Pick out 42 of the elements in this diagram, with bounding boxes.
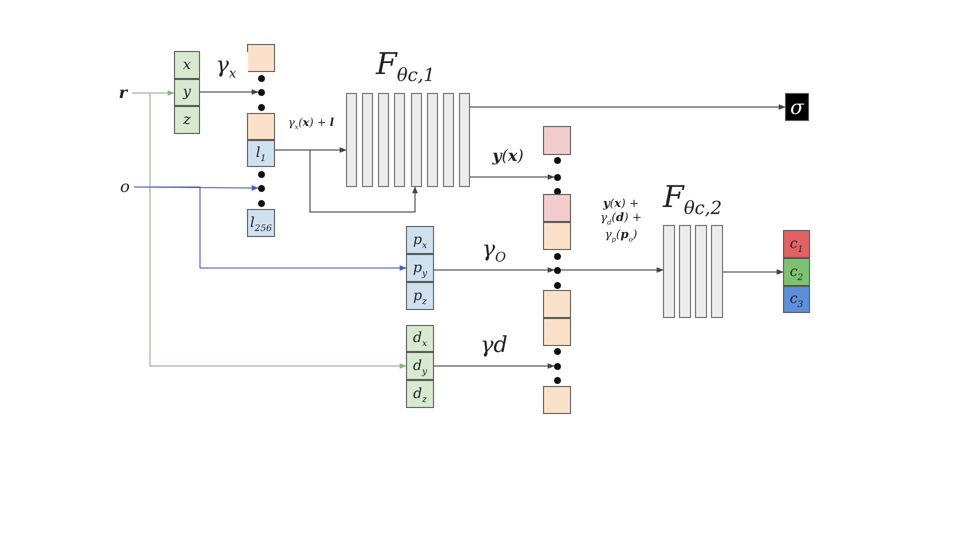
arrow bbox=[434, 267, 555, 273]
vector-cell: d$_{x}$ bbox=[406, 325, 434, 352]
vector-cell bbox=[247, 113, 275, 140]
arrow bbox=[134, 186, 407, 271]
vector-cell: c$_{3}$ bbox=[783, 286, 810, 313]
arrow bbox=[560, 267, 664, 273]
arrow bbox=[722, 269, 784, 275]
arrow bbox=[200, 89, 259, 95]
junction-dot bbox=[258, 185, 265, 192]
input-label: r bbox=[114, 82, 132, 104]
vector-cell bbox=[247, 44, 275, 72]
layer-label: F$_{θc,2}$ bbox=[663, 183, 722, 218]
vector-cell bbox=[543, 318, 571, 346]
vector-cell: p$_{y}$ bbox=[406, 254, 434, 282]
junction-dot bbox=[554, 267, 561, 274]
vector-cell bbox=[543, 194, 571, 222]
input-label: o bbox=[116, 176, 134, 198]
vector-cell bbox=[543, 126, 571, 155]
arrow bbox=[132, 92, 407, 369]
arrow bbox=[470, 174, 555, 180]
vector-cell: z bbox=[174, 106, 200, 134]
vector-cell: c$_{1}$ bbox=[783, 230, 810, 258]
junction-dot bbox=[554, 174, 561, 181]
vector-cell: c$_{2}$ bbox=[783, 258, 810, 286]
output-box: σ bbox=[785, 93, 809, 121]
arrow bbox=[470, 104, 786, 110]
vector-cell: y bbox=[174, 79, 200, 106]
vector-cell: l$_{256}$ bbox=[247, 209, 275, 237]
vector-cell bbox=[543, 222, 571, 250]
vector-cell: d$_{z}$ bbox=[406, 380, 434, 408]
vector-cell: d$_{y}$ bbox=[406, 352, 434, 380]
layer-label: F$_{θc,1}$ bbox=[376, 50, 435, 85]
arrow bbox=[434, 363, 555, 369]
vector-cell bbox=[543, 290, 571, 318]
arrow bbox=[274, 150, 418, 212]
junction-dot bbox=[258, 89, 265, 96]
vector-cell bbox=[543, 386, 571, 414]
vector-cell: p$_{z}$ bbox=[406, 282, 434, 310]
junction-dot bbox=[554, 363, 561, 370]
vector-cell: p$_{x}$ bbox=[406, 226, 434, 254]
vector-cell: l$_{1}$ bbox=[247, 140, 275, 167]
vector-cell: x bbox=[174, 51, 200, 79]
